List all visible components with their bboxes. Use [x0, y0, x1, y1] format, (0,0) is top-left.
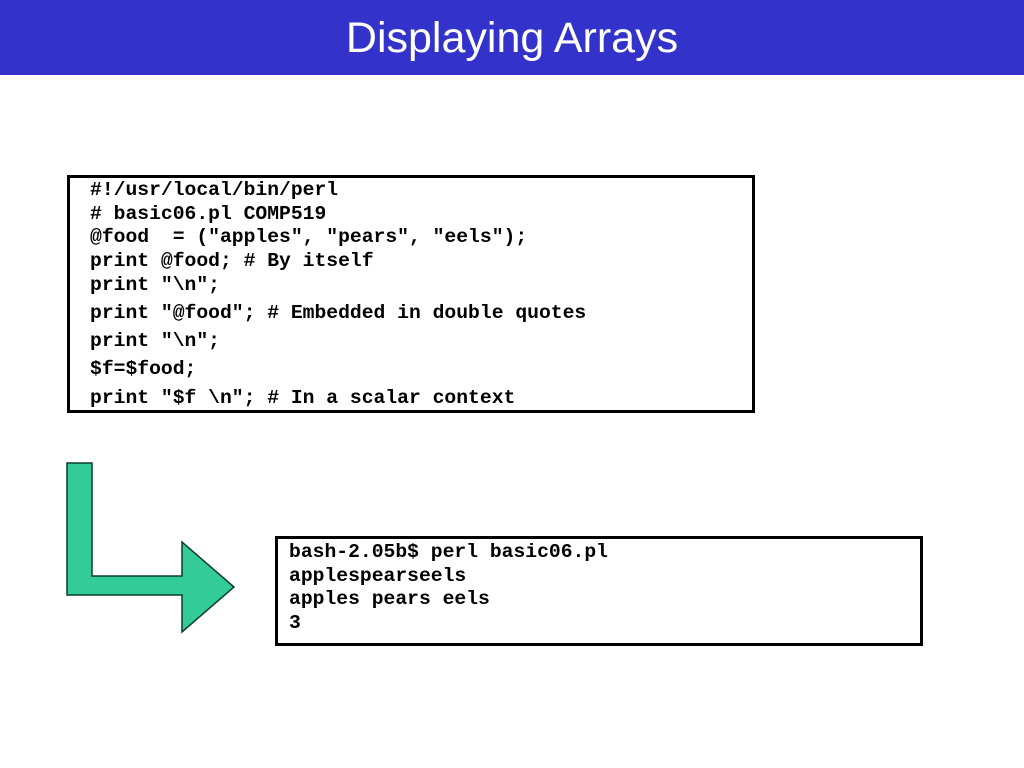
code-line: $f=$food; — [90, 358, 197, 381]
output-line: bash-2.05b$ perl basic06.pl — [289, 541, 608, 563]
code-line: print @food; # By itself — [90, 250, 374, 273]
code-line: @food = ("apples", "pears", "eels"); — [90, 226, 528, 249]
output-line: 3 — [289, 612, 301, 635]
code-line: print "\n"; — [90, 273, 220, 296]
elbow-arrow-shape — [60, 455, 245, 640]
code-line: print "@food"; # Embedded in double quot… — [90, 302, 587, 325]
code-line: #!/usr/local/bin/perl — [90, 179, 339, 201]
code-line: # basic06.pl COMP519 — [90, 202, 327, 225]
output-line: apples pears eels — [289, 588, 490, 611]
code-line: print "\n"; — [90, 330, 220, 353]
slide-title-bar: Displaying Arrays — [0, 0, 1024, 75]
perl-source-code-box: #!/usr/local/bin/perl # basic06.pl COMP5… — [67, 175, 755, 413]
elbow-arrow-icon — [66, 462, 236, 634]
output-line: applespearseels — [289, 564, 467, 587]
code-line: print "$f \n"; # In a scalar context — [90, 386, 516, 409]
terminal-output-box: bash-2.05b$ perl basic06.pl applespearse… — [275, 536, 923, 646]
slide-title: Displaying Arrays — [345, 14, 679, 62]
